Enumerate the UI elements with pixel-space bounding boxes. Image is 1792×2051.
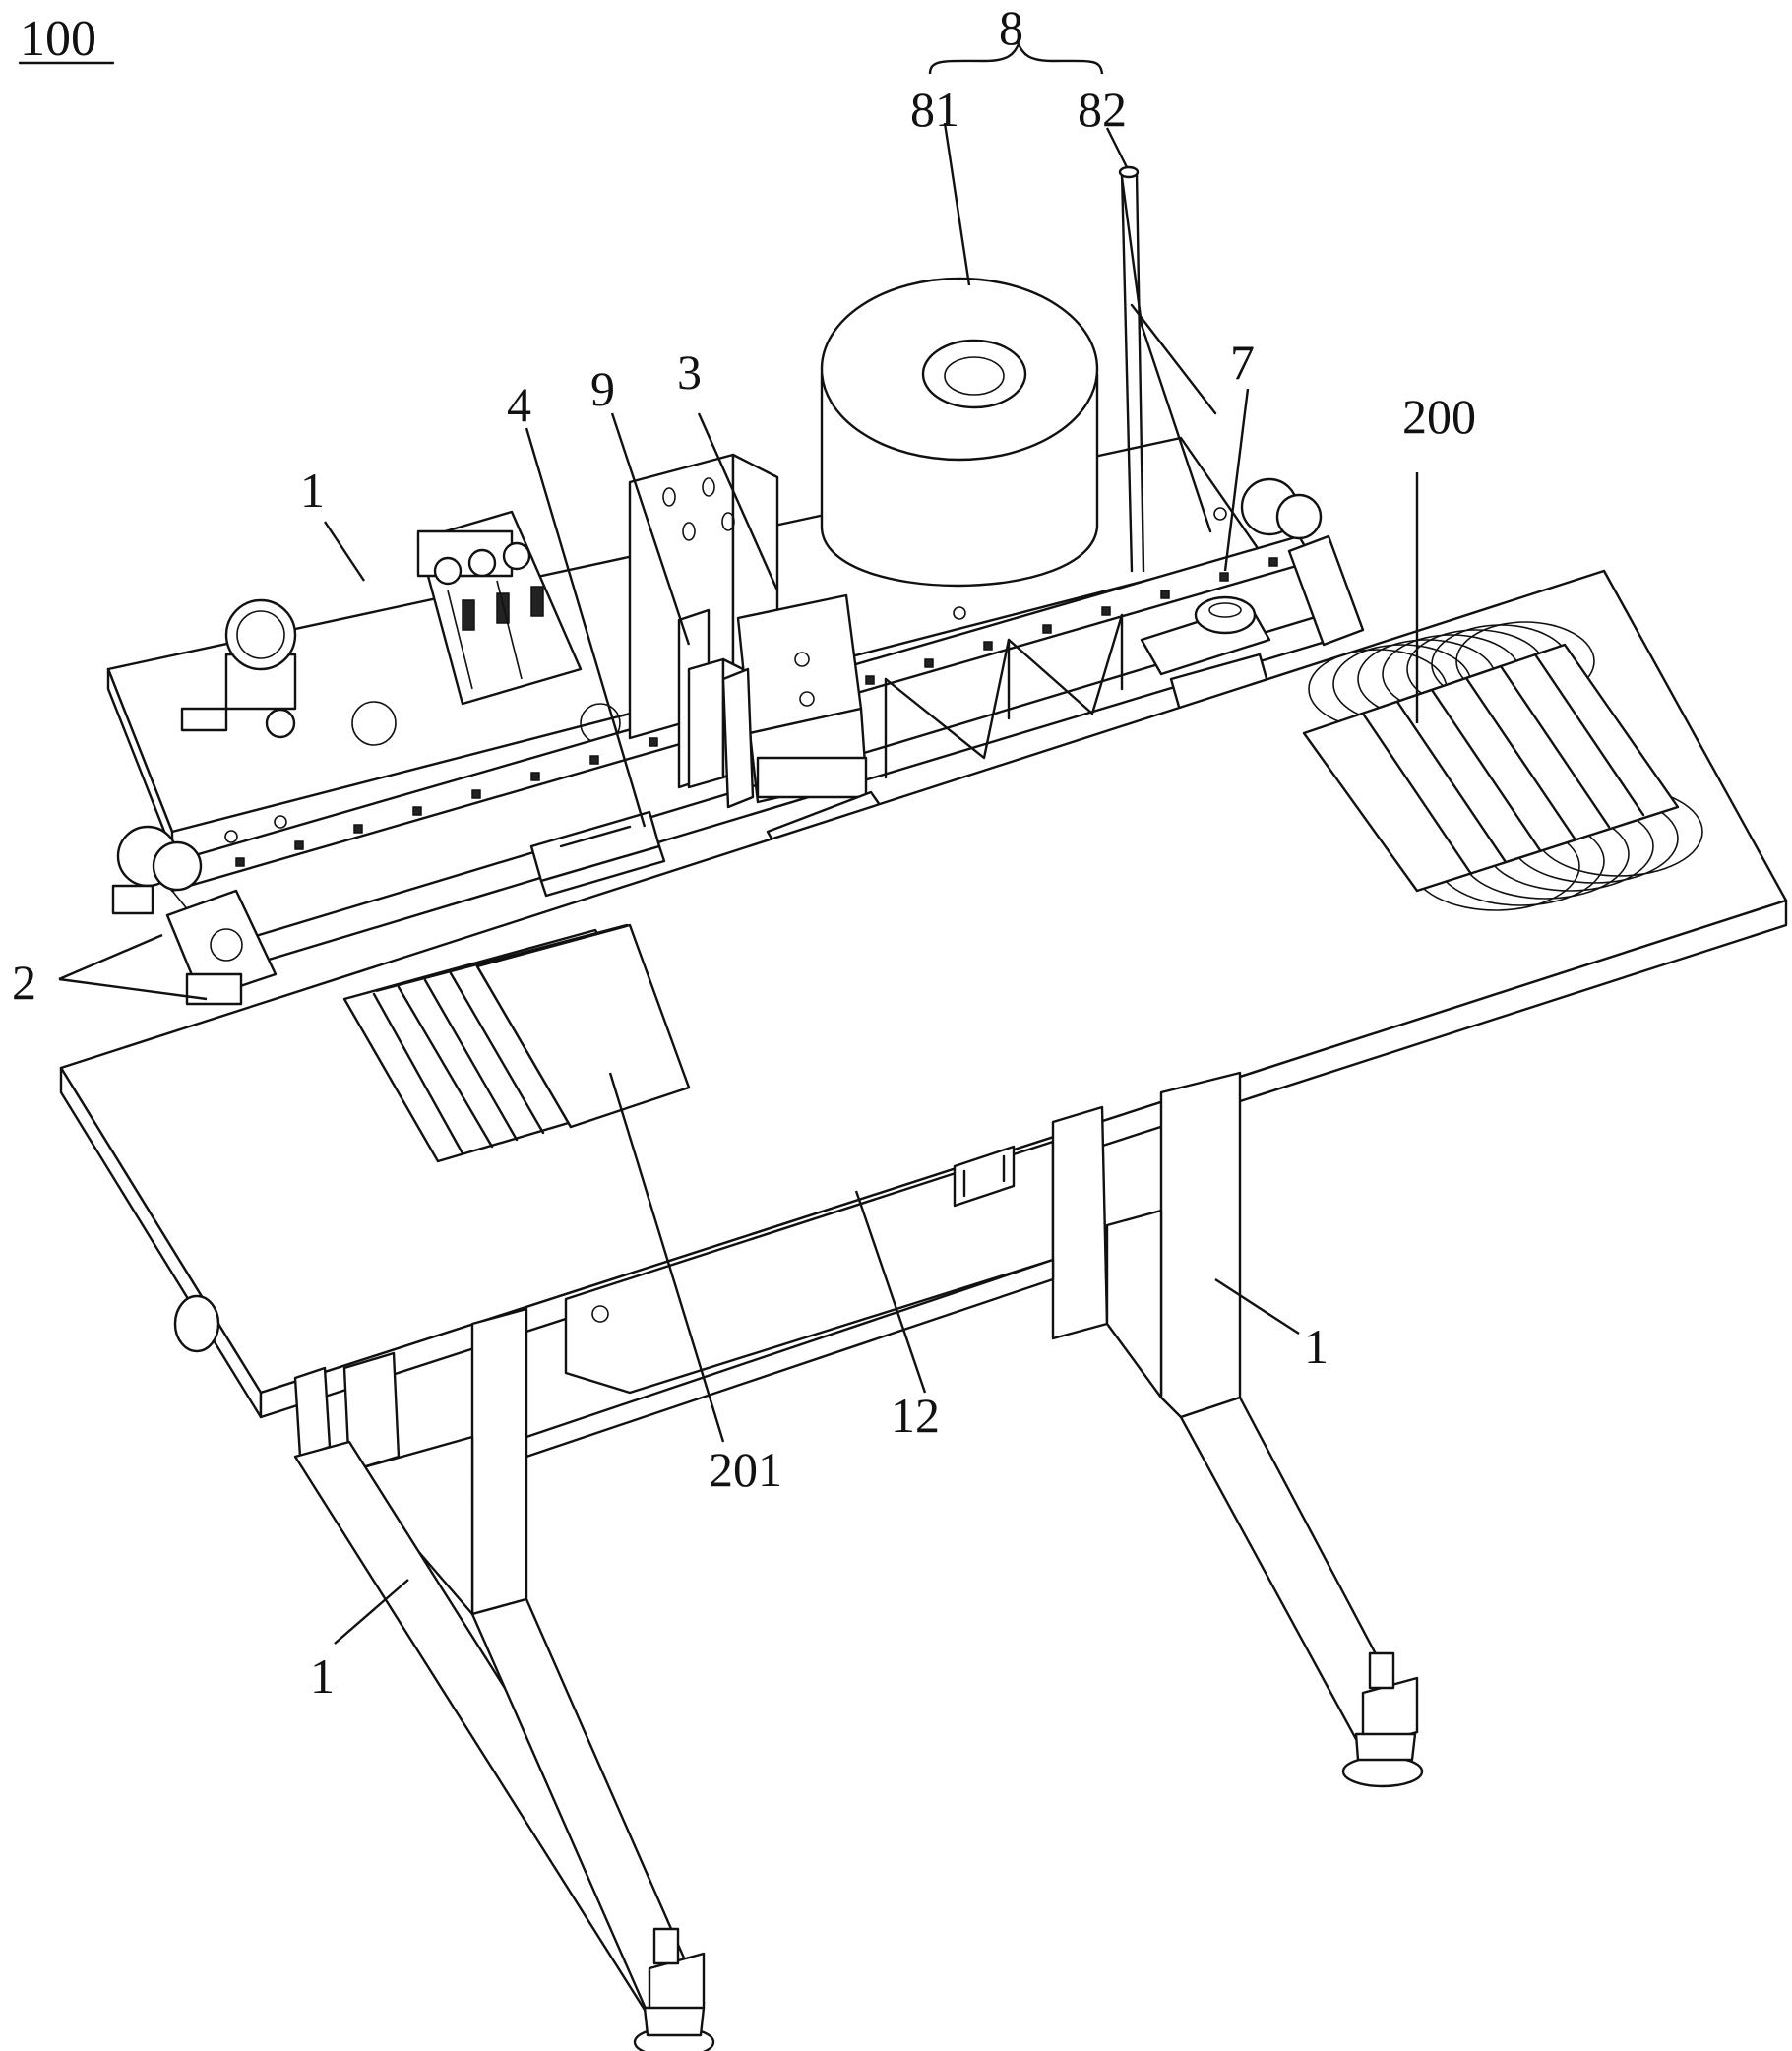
right-drive [1240,477,1365,647]
left-drive [111,825,278,1006]
valve-block [416,510,583,706]
label-2: 2 [12,955,36,1010]
label-7: 7 [1230,335,1255,390]
pressure-regulator [180,598,297,739]
bag-stack-200 [1302,621,1703,911]
station-3-head [721,593,868,809]
figure-number: 100 [20,11,96,67]
label-82: 82 [1078,82,1127,137]
station-7-clamp [1140,595,1271,715]
tape-post-82 [1118,165,1217,573]
left-leg-frame [293,1307,715,2051]
label-12: 12 [891,1388,940,1443]
station-4-block [529,810,666,898]
sheet-stack-201 [342,923,691,1163]
label-81: 81 [910,82,959,137]
label-1-right: 1 [1304,1319,1329,1374]
label-9: 9 [590,361,615,416]
beam-12 [564,1140,1055,1395]
label-201: 201 [709,1442,782,1497]
label-1-left: 1 [310,1648,335,1704]
label-3: 3 [677,344,702,400]
tape-roll-81 [820,277,1099,620]
left-rear-foot [173,1294,220,1353]
right-leg-frame [1051,1071,1424,1788]
label-8: 8 [999,0,1023,55]
lower-cross-rail [525,1258,1055,1459]
label-4: 4 [507,377,531,432]
label-1-top: 1 [300,463,325,518]
leader-lines [58,41,1419,1645]
label-200: 200 [1402,389,1476,444]
